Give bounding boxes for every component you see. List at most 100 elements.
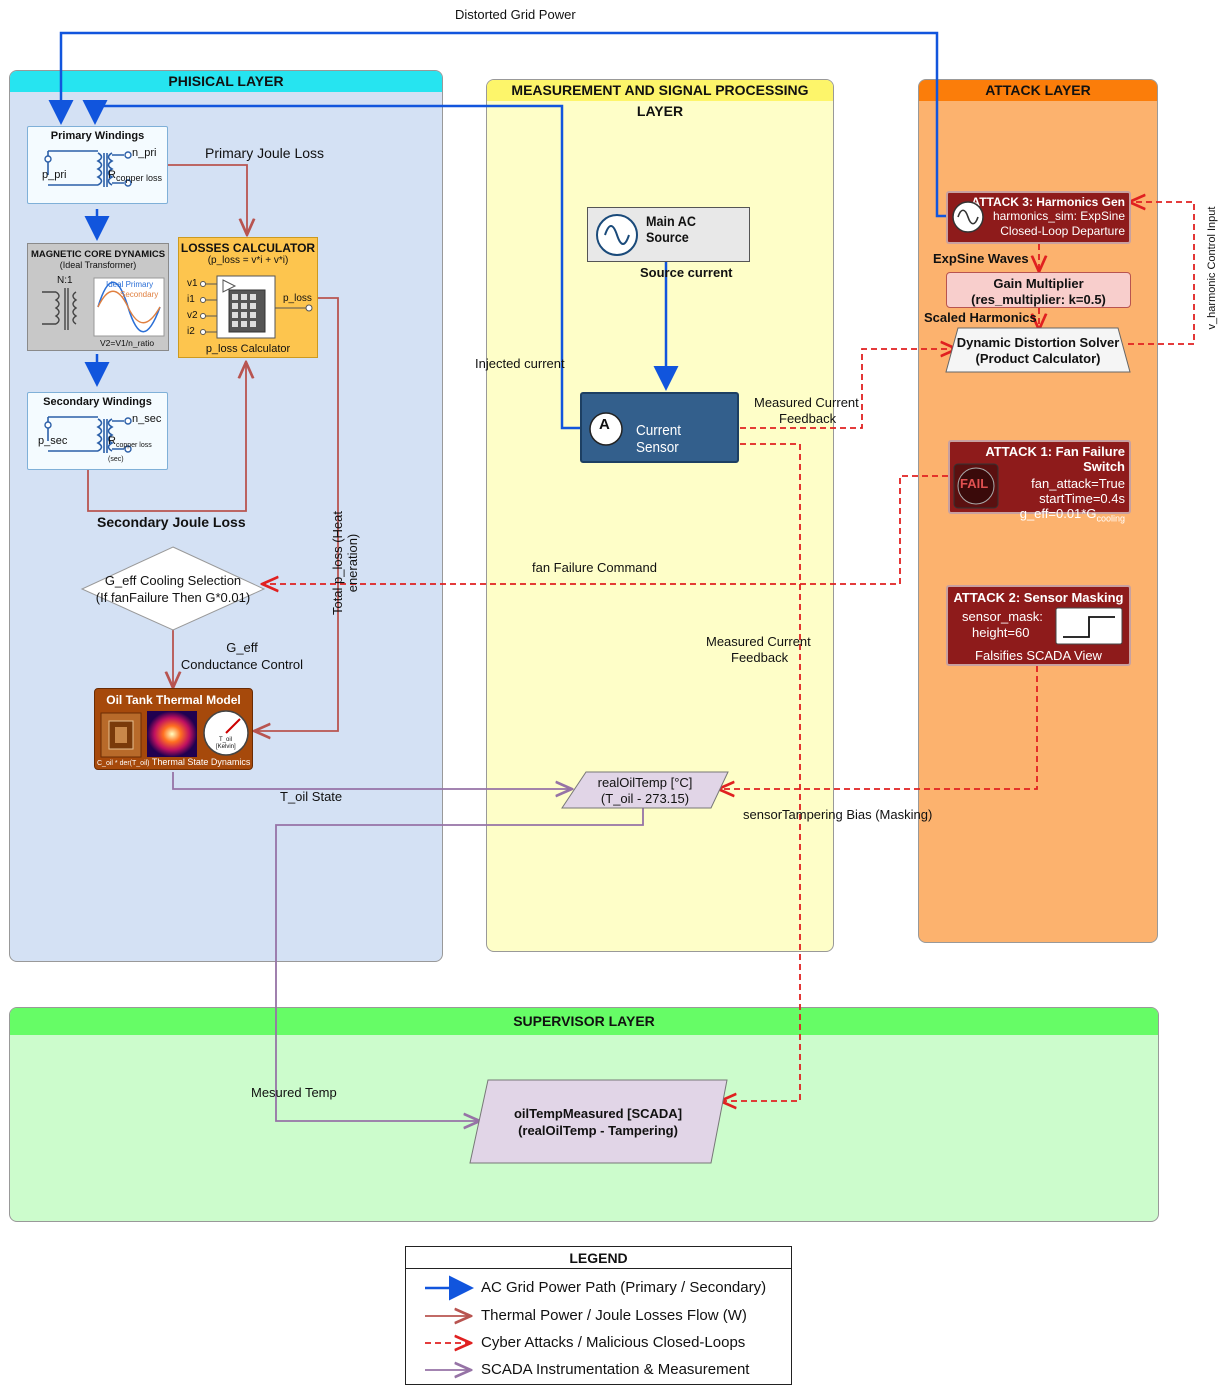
attack1-title: ATTACK 1: Fan Failure Switch <box>985 444 1125 474</box>
core-title: MAGNETIC CORE DYNAMICS <box>30 249 166 260</box>
feedback1-line1: Measured Current <box>754 395 859 410</box>
t-oil-state-label: T_oil State <box>280 789 343 804</box>
attack1-line1: fan_attack=True <box>1031 476 1125 491</box>
distorted-grid-path <box>48 31 948 218</box>
ac-source-icon <box>596 214 638 256</box>
core-formula: V2=V1/n_ratio <box>100 338 155 348</box>
secondary-n-label: n_sec <box>132 413 162 425</box>
legend-item-ac: AC Grid Power Path (Primary / Secondary) <box>481 1279 767 1296</box>
solver-line1: Dynamic Distortion Solver <box>956 335 1120 350</box>
total-loss-label: Total p_loss (Heat eneration) <box>330 510 360 616</box>
primary-coil-icon <box>44 150 132 187</box>
attack2-line3: Falsifies SCADA View <box>975 648 1102 663</box>
harmonic-input-label: v_harmonic Control Input <box>1206 206 1218 330</box>
ammeter-glyph: A <box>599 416 610 433</box>
main-ac-source[interactable]: Main AC Source <box>587 207 750 262</box>
attack1-block[interactable]: FAIL ATTACK 1: Fan Failure Switch fan_at… <box>948 440 1131 524</box>
core-subtitle: (Ideal Transformer) <box>59 260 137 270</box>
supervisor-layer-title: SUPERVISOR LAYER <box>10 1008 1158 1035</box>
source-current-label: Source current <box>640 265 733 280</box>
secondary-p-label: p_sec <box>38 435 68 447</box>
fan-failure-label: fan Failure Command <box>532 560 657 575</box>
attack3-block[interactable]: ATTACK 3: Harmonics Gen harmonics_sim: E… <box>946 191 1131 244</box>
oil-tank-gauge-label: T_oil <box>219 737 233 743</box>
secondary-windings[interactable]: Secondary Windings n_sec p_sec Rcopper l… <box>27 392 168 470</box>
losses-out: p_loss <box>283 293 312 304</box>
current-sensor-title: Current Sensor <box>636 422 682 456</box>
attack3-line1: harmonics_sim: ExpSine <box>992 209 1125 223</box>
scaled-harmonics-label: Scaled Harmonics <box>924 310 1037 325</box>
secondary-joule-path <box>87 364 246 512</box>
legend-item-scada: SCADA Instrumentation & Measurement <box>481 1361 750 1378</box>
expsine-label: ExpSine Waves <box>933 251 1029 266</box>
geff-diamond <box>80 546 266 631</box>
feedback2-line1: Measured Current <box>706 634 811 649</box>
losses-formula: (p_loss = v*i + v*i) <box>207 255 289 266</box>
secondary-r-label: Rcopper loss (sec) <box>108 435 152 464</box>
gain-line2: (res_multiplier: k=0.5) <box>971 292 1106 307</box>
total-loss-path <box>256 297 339 731</box>
magnetic-core-block[interactable]: MAGNETIC CORE DYNAMICS (Ideal Transforme… <box>27 243 169 351</box>
attack1-line2: startTime=0.4s <box>1039 491 1125 506</box>
scada-shape <box>469 1079 728 1164</box>
real-oil-line2: (T_oil - 273.15) <box>600 791 690 806</box>
gain-line1: Gain Multiplier <box>993 276 1084 291</box>
core-legend-primary: Ideal Primary <box>106 280 154 289</box>
primary-n-label: n_pri <box>132 147 157 159</box>
current-sensor[interactable]: A Current Sensor <box>580 392 739 463</box>
losses-title: LOSSES CALCULATOR <box>180 241 316 255</box>
measured-temp-label: Mesured Temp <box>251 1085 337 1100</box>
oil-tank-model[interactable]: Oil Tank Thermal Model T_oil [Kelvin] C_… <box>94 688 253 770</box>
attack2-block[interactable]: ATTACK 2: Sensor Masking sensor_mask: he… <box>946 585 1131 666</box>
losses-in-i1: i1 <box>187 294 195 305</box>
distorted-grid-label: Distorted Grid Power <box>455 7 576 22</box>
losses-caption: p_loss Calculator <box>205 343 291 355</box>
feedback2-line2: Feedback <box>731 650 789 665</box>
geff-control-2: Conductance Control <box>180 657 304 672</box>
main-ac-title: Main AC Source <box>646 213 696 245</box>
primary-joule-label: Primary Joule Loss <box>205 145 325 161</box>
primary-windings-title: Primary Windings <box>50 130 145 142</box>
measured-temp-path <box>275 806 644 1121</box>
core-legend-secondary: Secondary <box>120 290 159 299</box>
step-signal-icon <box>1055 607 1123 645</box>
tampering-label: sensorTampering Bias (Masking) <box>743 807 933 822</box>
legend: LEGEND AC Grid Power Path (Primary / Sec… <box>405 1246 792 1385</box>
core-transformer-icon <box>42 277 165 337</box>
fan-fail-text: FAIL <box>960 476 989 491</box>
oil-tank-gauge-unit: [Kelvin] <box>216 744 236 750</box>
legend-item-thermal: Thermal Power / Joule Losses Flow (W) <box>481 1307 747 1324</box>
injected-current-label: Injected current <box>475 356 565 371</box>
fan-fail-icon <box>953 463 999 509</box>
losses-in-v1: v1 <box>187 278 198 289</box>
solver-line2: (Product Calculator) <box>975 351 1101 366</box>
feedback-to-scada <box>722 443 801 1101</box>
scada-line2: (realOilTemp - Tampering) <box>518 1123 678 1138</box>
legend-item-attack: Cyber Attacks / Malicious Closed-Loops <box>481 1334 746 1351</box>
losses-in-i2: i2 <box>187 326 195 337</box>
t-oil-state-path <box>172 772 570 789</box>
oil-tank-caption: C_oil * der(T_oil) Thermal State Dynamic… <box>97 757 251 767</box>
primary-windings[interactable]: Primary Windings n_pri p_pri Rcopper los… <box>27 126 168 204</box>
attack1-line3: g_eff=0.01*Gcooling <box>1019 506 1125 524</box>
gain-multiplier[interactable]: Gain Multiplier (res_multiplier: k=0.5) <box>946 272 1131 308</box>
secondary-coil-icon <box>44 416 132 453</box>
feedback-to-solver <box>740 349 955 429</box>
attack2-title: ATTACK 2: Sensor Masking <box>953 590 1124 605</box>
primary-r-label: Rcopper loss <box>108 169 162 184</box>
real-oil-shape <box>561 771 729 809</box>
fan-failure-path <box>264 475 948 584</box>
losses-calculator[interactable]: LOSSES CALCULATOR (p_loss = v*i + v*i) v… <box>178 237 318 358</box>
injected-current-path <box>82 100 580 430</box>
legend-swatches <box>425 1275 474 1395</box>
losses-in-v2: v2 <box>187 310 198 321</box>
oil-tank-title: Oil Tank Thermal Model <box>106 693 241 707</box>
legend-title: LEGEND <box>569 1250 628 1266</box>
solver-shape <box>945 327 1131 373</box>
secondary-windings-title: Secondary Windings <box>43 396 152 408</box>
physical-layer: PHISICAL LAYER <box>9 70 443 962</box>
primary-p-label: p_pri <box>42 169 67 181</box>
geff-text-2: (If fanFailure Then G*0.01) <box>95 590 251 605</box>
ammeter-icon <box>589 412 623 446</box>
